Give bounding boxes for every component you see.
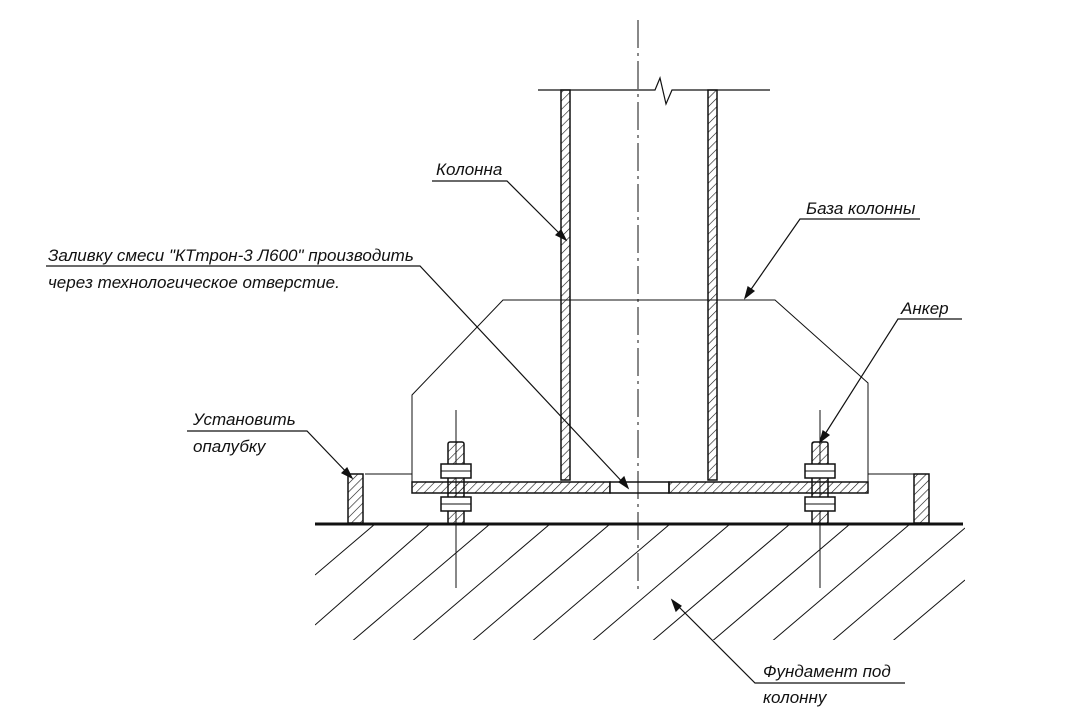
formwork-left	[347, 473, 364, 524]
leader-anchor	[819, 318, 962, 443]
leader-formwork	[187, 430, 353, 479]
label-foundation-line1: Фундамент под	[763, 662, 891, 681]
foundation-hatch	[315, 524, 965, 640]
label-anchor: Анкер	[900, 299, 949, 318]
label-foundation-line2: колонну	[763, 688, 828, 707]
label-grout-line2: через технологическое отверстие.	[48, 273, 340, 292]
base-plate	[411, 481, 869, 494]
leader-lines	[46, 180, 962, 684]
formwork-right	[913, 473, 930, 524]
anchor-left	[440, 410, 472, 588]
leader-column-base	[744, 218, 920, 299]
leader-grout	[46, 265, 629, 489]
label-column-base: База колонны	[806, 199, 916, 218]
leader-column	[432, 180, 567, 241]
leader-foundation	[671, 599, 905, 684]
label-formwork-line2: опалубку	[193, 437, 267, 456]
break-line	[538, 76, 770, 106]
label-column: Колонна	[436, 160, 502, 179]
anchor-right	[804, 410, 836, 588]
column-wall-right	[707, 89, 718, 481]
label-formwork-line1: Установить	[192, 410, 296, 429]
label-grout-line1: Заливку смеси "КТтрон-3 Л600" производит…	[48, 246, 414, 265]
